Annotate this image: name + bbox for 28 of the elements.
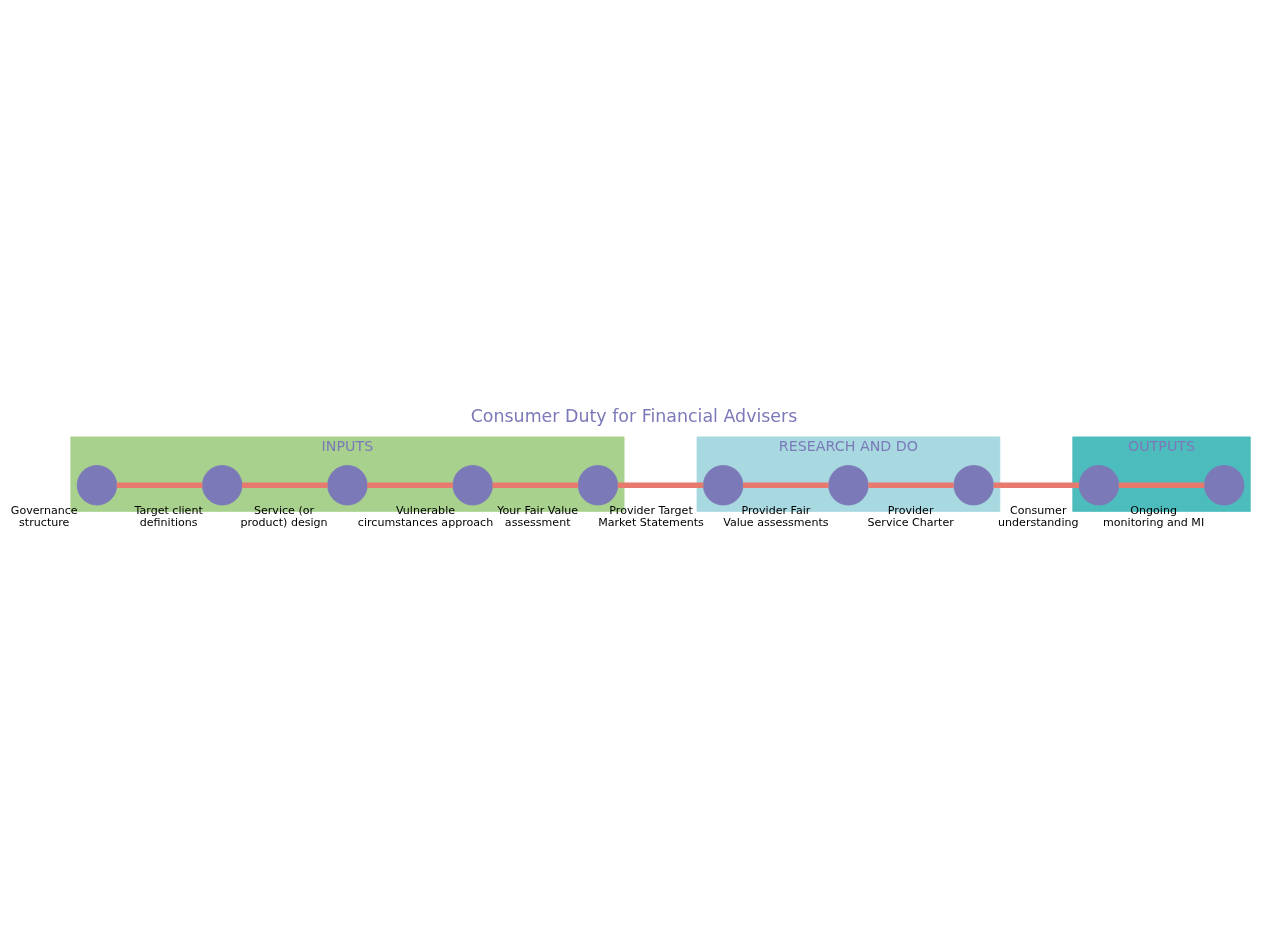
node-circle bbox=[953, 465, 994, 506]
node-circle bbox=[1203, 465, 1245, 506]
node-circle bbox=[1078, 465, 1120, 506]
connector bbox=[1118, 482, 1205, 488]
connector bbox=[868, 482, 954, 488]
node-circle bbox=[452, 465, 493, 506]
node-label: Provider Service Charter bbox=[867, 503, 954, 529]
node-label: Target client definitions bbox=[134, 503, 203, 529]
node-label: Vulnerable circumstances approach bbox=[357, 503, 494, 529]
node-label: Governance structure bbox=[10, 503, 78, 529]
node-label: Provider Fair Value assessments bbox=[723, 503, 829, 529]
node-circle bbox=[828, 465, 869, 506]
node-label: Service (or product) design bbox=[240, 503, 328, 529]
connector bbox=[367, 482, 453, 488]
node-circle bbox=[202, 465, 243, 506]
connector bbox=[492, 482, 579, 488]
node-label: Provider Target Market Statements bbox=[598, 503, 704, 529]
connector bbox=[242, 482, 328, 488]
connector bbox=[617, 482, 704, 488]
node-label: Your Fair Value assessment bbox=[497, 503, 579, 529]
node-circle bbox=[577, 465, 619, 506]
node-circle bbox=[327, 465, 368, 506]
connector bbox=[743, 482, 829, 488]
connector bbox=[116, 482, 203, 488]
diagram-title: Consumer Duty for Financial Advisers bbox=[470, 406, 798, 427]
node-circle bbox=[702, 465, 744, 506]
connector bbox=[993, 482, 1080, 488]
node-circle bbox=[76, 465, 118, 506]
